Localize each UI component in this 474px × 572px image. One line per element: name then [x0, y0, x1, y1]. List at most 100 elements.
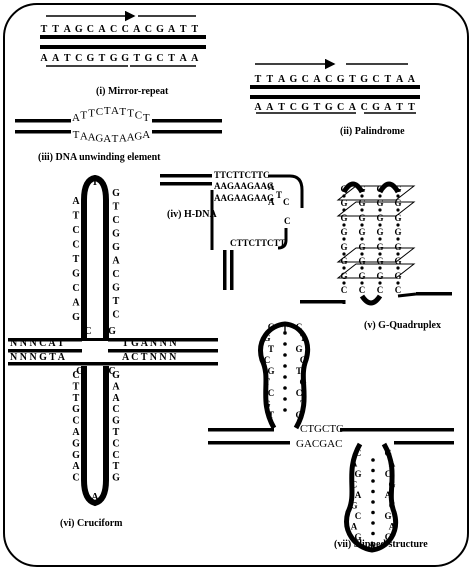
mirror-bottom-base: G — [87, 53, 95, 64]
slipped-top-hairpin-base: C — [296, 388, 303, 398]
cruciform-lower-left-base: A — [72, 427, 80, 438]
hdna-loop-strand — [268, 174, 304, 208]
quadruplex-base: C — [377, 285, 384, 295]
quadruplex-tail-left — [300, 300, 344, 304]
slipped-bottom-hairpin-base: C — [351, 480, 358, 490]
cruciform-lower-right-base: T — [113, 427, 120, 438]
cruciform-lower-right-base: A — [112, 393, 120, 404]
quadruplex-base: G — [340, 242, 347, 252]
quadruplex-base: G — [358, 256, 365, 266]
quadruplex-base: G — [376, 256, 383, 266]
quadruplex-dot — [360, 252, 364, 256]
palindrome-top-base: C — [325, 74, 332, 85]
mirror-strand-top — [40, 35, 206, 39]
slipped-bottom-hairpin-base: G — [388, 480, 395, 490]
slipped-bottom-pair-dot — [371, 468, 375, 473]
quadruplex-base: G — [376, 242, 383, 252]
unwinding-top-base: A — [72, 112, 80, 124]
cruciform-lower-right-base: C — [112, 438, 119, 449]
slipped-bottom-hairpin-base: A — [389, 459, 396, 469]
quadruplex-dot — [396, 194, 400, 198]
slipped-top-hairpin-base: G — [295, 410, 302, 420]
slipped-bottom-pair-dot — [371, 489, 375, 494]
cruciform-lower-left-base: T — [73, 381, 80, 392]
slipped-bottom-tip: A — [369, 540, 376, 550]
slipped-strand-top — [208, 428, 274, 432]
cruciform-upper-right-base: G — [112, 283, 120, 294]
cruciform-top-tip: T — [92, 177, 99, 188]
quadruplex-base: G — [376, 271, 383, 281]
cruciform-upper-right-base: T — [113, 296, 120, 307]
cruciform-lower-left-base: T — [73, 393, 80, 404]
mirror-top-base: C — [87, 24, 94, 35]
quadruplex-label: (v) G-Quadruplex — [364, 320, 441, 331]
mirror-bottom-base: T — [99, 53, 106, 64]
palindrome-bottom-base: T — [396, 102, 403, 113]
cruciform-lower-left-base: C — [72, 370, 79, 381]
hdna-duplex-left-bottom — [160, 182, 212, 186]
slipped-bottom-hairpin-base: C — [385, 532, 392, 542]
quadruplex-base: G — [376, 227, 383, 237]
quadruplex-plane-2 — [336, 201, 416, 217]
slipped-bottom-hairpin-base: C — [355, 448, 362, 458]
mirror-top-base: A — [98, 24, 106, 35]
cruciform-upper-left-base: G — [72, 312, 80, 323]
slipped-top-hairpin-base: G — [295, 344, 302, 354]
quadruplex-loop-bottom — [359, 294, 383, 306]
cruciform-upper-hairpin — [81, 174, 109, 338]
cruciform-lower-left-base: A — [72, 461, 80, 472]
slipped-bottom-hairpin-base: A — [351, 459, 358, 469]
slipped-bottom-pair-dot — [371, 510, 375, 515]
palindrome-top-base: A — [396, 74, 404, 85]
slipped-top-hairpin-base: G — [267, 366, 274, 376]
quadruplex-plane-1 — [336, 185, 416, 201]
cruciform-arm-top-strand-2 — [8, 349, 218, 353]
mirror-bottom-base: A — [191, 53, 199, 64]
slipped-top-hairpin-base: C — [300, 355, 307, 365]
cruciform-upper-right-base: A — [112, 256, 120, 267]
palindrome-bottom-base: A — [349, 102, 357, 113]
quadruplex-base: G — [376, 198, 383, 208]
unwinding-top-base: C — [96, 106, 103, 118]
mirror-top-base: G — [75, 24, 83, 35]
cruciform-upper-right-base: T — [113, 202, 120, 213]
palindrome-bottom-base: G — [325, 102, 333, 113]
slipped-top-hairpin-base: T — [300, 399, 306, 409]
slipped-bottom-hairpin-base: A — [385, 490, 392, 500]
cruciform-lower-hairpin — [81, 366, 109, 507]
cruciform-upper-left-base: C — [72, 225, 79, 236]
cruciform-corner-ur: G — [108, 326, 116, 337]
slipped-top-pair-dot — [283, 397, 287, 401]
quadruplex-base: G — [376, 213, 383, 223]
quadruplex-dot — [342, 237, 346, 241]
cruciform-upper-right-base: G — [112, 242, 120, 253]
quadruplex-dot — [378, 252, 382, 256]
mirror-top-base: T — [52, 24, 59, 35]
mirror-bottom-base: T — [64, 53, 71, 64]
slipped-bottom-hairpin-base: G — [354, 532, 361, 542]
hdna-third-strand-path — [277, 228, 288, 250]
quadruplex-dot — [342, 266, 346, 270]
mirror-top-base: T — [41, 24, 48, 35]
slipped-bottom-hairpin-base: A — [351, 522, 358, 532]
mirror-top-base: C — [145, 24, 152, 35]
quadruplex-base: G — [394, 256, 401, 266]
slipped-bottom-pair-dot — [371, 531, 375, 536]
slipped-bottom-hairpin-base: C — [389, 501, 396, 511]
slipped-bottom-hairpin-base: G — [384, 448, 391, 458]
cruciform-panel: TAATCCTGCAGGTCGGACGTCCTTGCAGGACGAACGTCCT… — [8, 174, 218, 529]
cruciform-upper-right-base: C — [112, 215, 119, 226]
quadruplex-dot — [396, 237, 400, 241]
quadruplex-dot — [378, 223, 382, 227]
palindrome-bottom-base: C — [361, 102, 368, 113]
quadruplex-dot — [396, 208, 400, 212]
unwinding-bottom-base: T — [73, 129, 80, 141]
palindrome-top-base: A — [278, 74, 286, 85]
slipped-bottom-hairpin-base: G — [354, 469, 361, 479]
mirror-top-base: A — [133, 24, 141, 35]
quadruplex-dot — [396, 266, 400, 270]
